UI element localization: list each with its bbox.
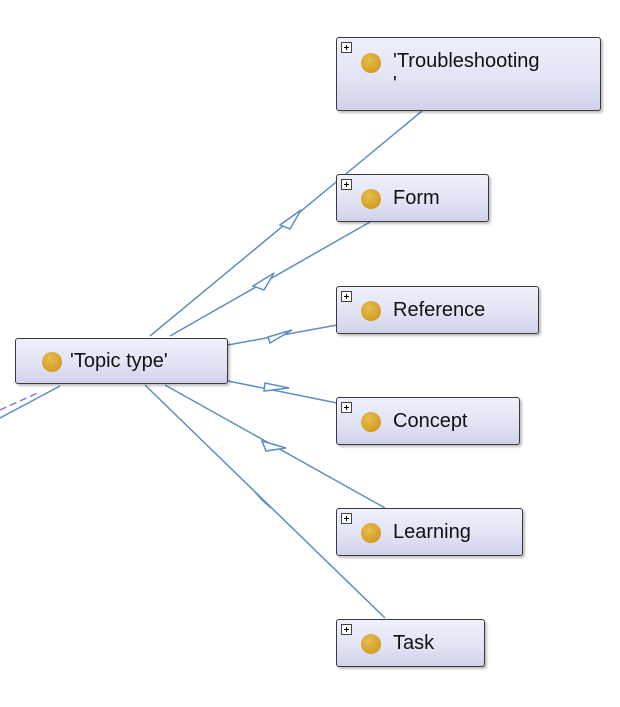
class-circle-icon bbox=[361, 634, 381, 654]
node-label-learning: Learning bbox=[393, 521, 471, 543]
node-reference[interactable]: Reference bbox=[336, 286, 539, 334]
arrowhead-troubleshooting bbox=[278, 209, 302, 230]
node-label-concept: Concept bbox=[393, 410, 468, 432]
node-concept[interactable]: Concept bbox=[336, 397, 520, 445]
class-circle-icon bbox=[42, 352, 62, 372]
node-topic-type[interactable]: 'Topic type' bbox=[15, 338, 228, 384]
edge-concept-topic-type bbox=[227, 380, 338, 404]
class-circle-icon bbox=[361, 53, 381, 73]
arrowhead-task bbox=[254, 491, 272, 509]
node-label-reference: Reference bbox=[393, 299, 486, 321]
class-circle-icon bbox=[361, 523, 381, 543]
class-circle-icon bbox=[361, 412, 381, 432]
plus-box-icon[interactable] bbox=[341, 291, 352, 302]
arrowhead-form bbox=[251, 272, 275, 291]
plus-box-icon[interactable] bbox=[341, 513, 352, 524]
plus-box-icon[interactable] bbox=[341, 402, 352, 413]
arrowhead-learning bbox=[260, 439, 287, 452]
node-learning[interactable]: Learning bbox=[336, 508, 523, 556]
node-troubleshooting[interactable]: 'Troubleshooting ' bbox=[336, 37, 601, 111]
node-label-troubleshooting: 'Troubleshooting bbox=[393, 50, 540, 72]
node-form[interactable]: Form bbox=[336, 174, 489, 222]
node-task[interactable]: Task bbox=[336, 619, 485, 667]
class-circle-icon bbox=[361, 189, 381, 209]
node-label-form: Form bbox=[393, 187, 440, 209]
plus-box-icon[interactable] bbox=[341, 624, 352, 635]
node-label-task: Task bbox=[393, 632, 435, 654]
parent-edge bbox=[0, 385, 61, 419]
plus-box-icon[interactable] bbox=[341, 42, 352, 53]
arrowhead-concept bbox=[263, 382, 290, 392]
parent-edge-purple bbox=[0, 391, 41, 411]
plus-box-icon[interactable] bbox=[341, 179, 352, 190]
arrowhead-reference bbox=[267, 329, 293, 345]
class-circle-icon bbox=[361, 301, 381, 321]
node-label-troubleshooting-continuation: ' bbox=[393, 73, 397, 95]
node-label-topic-type: 'Topic type' bbox=[70, 350, 168, 372]
